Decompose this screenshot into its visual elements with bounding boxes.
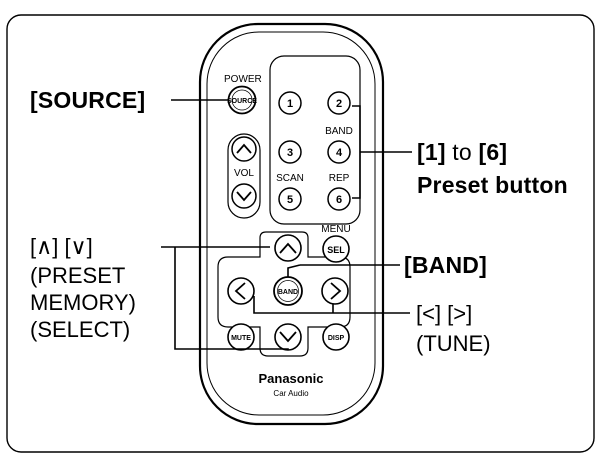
source-button[interactable] — [227, 85, 257, 115]
preset-key-3: 3 — [287, 147, 293, 159]
band-leader-link — [287, 264, 301, 277]
source-key-text: SOURCE — [227, 98, 257, 105]
menu-label: MENU — [321, 224, 350, 235]
chevron-up-icon — [279, 242, 297, 254]
preset-callout-to: to — [445, 139, 479, 165]
preset-button-4[interactable] — [327, 140, 351, 164]
vol-down-button[interactable] — [231, 183, 257, 209]
chevron-down-icon — [236, 191, 252, 202]
tune-desc: (TUNE) — [416, 331, 491, 356]
sel-button[interactable] — [322, 235, 350, 263]
preset-key-5: 5 — [287, 194, 293, 206]
remote-body — [198, 22, 385, 426]
updown-leader — [161, 246, 289, 350]
vol-label: VOL — [234, 168, 254, 179]
updown-callout: [∧] [∨] — [30, 234, 93, 259]
band-callout: [BAND] — [404, 252, 487, 278]
disp-button[interactable] — [322, 323, 350, 351]
preset-key-6: 6 — [336, 194, 342, 206]
rep-label: REP — [329, 173, 350, 184]
preset-button-3[interactable] — [278, 140, 302, 164]
preset-key-4: 4 — [336, 147, 343, 159]
updown-desc-1: (PRESET — [30, 263, 126, 288]
preset-key-1: 1 — [287, 98, 293, 110]
preset-callout-line2: Preset button — [417, 172, 568, 198]
remote-face — [206, 31, 376, 416]
preset-button-5[interactable] — [278, 187, 302, 211]
tune-callout: [<] [>] — [416, 301, 473, 326]
band-key-text: BAND — [278, 289, 298, 296]
mute-key-text: MUTE — [231, 335, 251, 342]
preset-button-2[interactable] — [327, 91, 351, 115]
preset-button-1[interactable] — [278, 91, 302, 115]
chevron-up-icon — [236, 143, 252, 154]
vol-pill — [227, 133, 261, 219]
chevron-down-icon — [279, 331, 297, 343]
source-callout: [SOURCE] — [30, 87, 146, 113]
tune-left-button[interactable] — [227, 277, 255, 305]
leader-lines — [161, 99, 412, 350]
brand-logo: Panasonic — [258, 371, 323, 386]
vol-up-button[interactable] — [231, 136, 257, 162]
preset-callout-line1: [1] to [6] — [417, 139, 507, 166]
power-label: POWER — [224, 74, 262, 85]
chevron-left-icon — [234, 282, 246, 300]
chevron-right-icon — [330, 282, 342, 300]
band-small-label: BAND — [325, 126, 353, 137]
preset-key-2: 2 — [336, 98, 342, 110]
outer-frame — [6, 14, 595, 453]
preset-up-button[interactable] — [274, 234, 302, 262]
preset-down-button[interactable] — [274, 323, 302, 351]
updown-desc-2: MEMORY) — [30, 290, 136, 315]
preset-button-6[interactable] — [327, 187, 351, 211]
sel-key-text: SEL — [327, 245, 345, 255]
tune-right-button[interactable] — [321, 277, 349, 305]
disp-key-text: DISP — [328, 335, 345, 342]
preset-callout-start: [1] — [417, 139, 446, 165]
scan-label: SCAN — [276, 173, 304, 184]
preset-callout-end: [6] — [478, 139, 508, 165]
tune-leader — [253, 296, 410, 314]
brand-sub: Car Audio — [273, 389, 309, 398]
preset-leader — [352, 105, 412, 199]
updown-desc-3: (SELECT) — [30, 317, 131, 342]
mute-button[interactable] — [227, 323, 255, 351]
